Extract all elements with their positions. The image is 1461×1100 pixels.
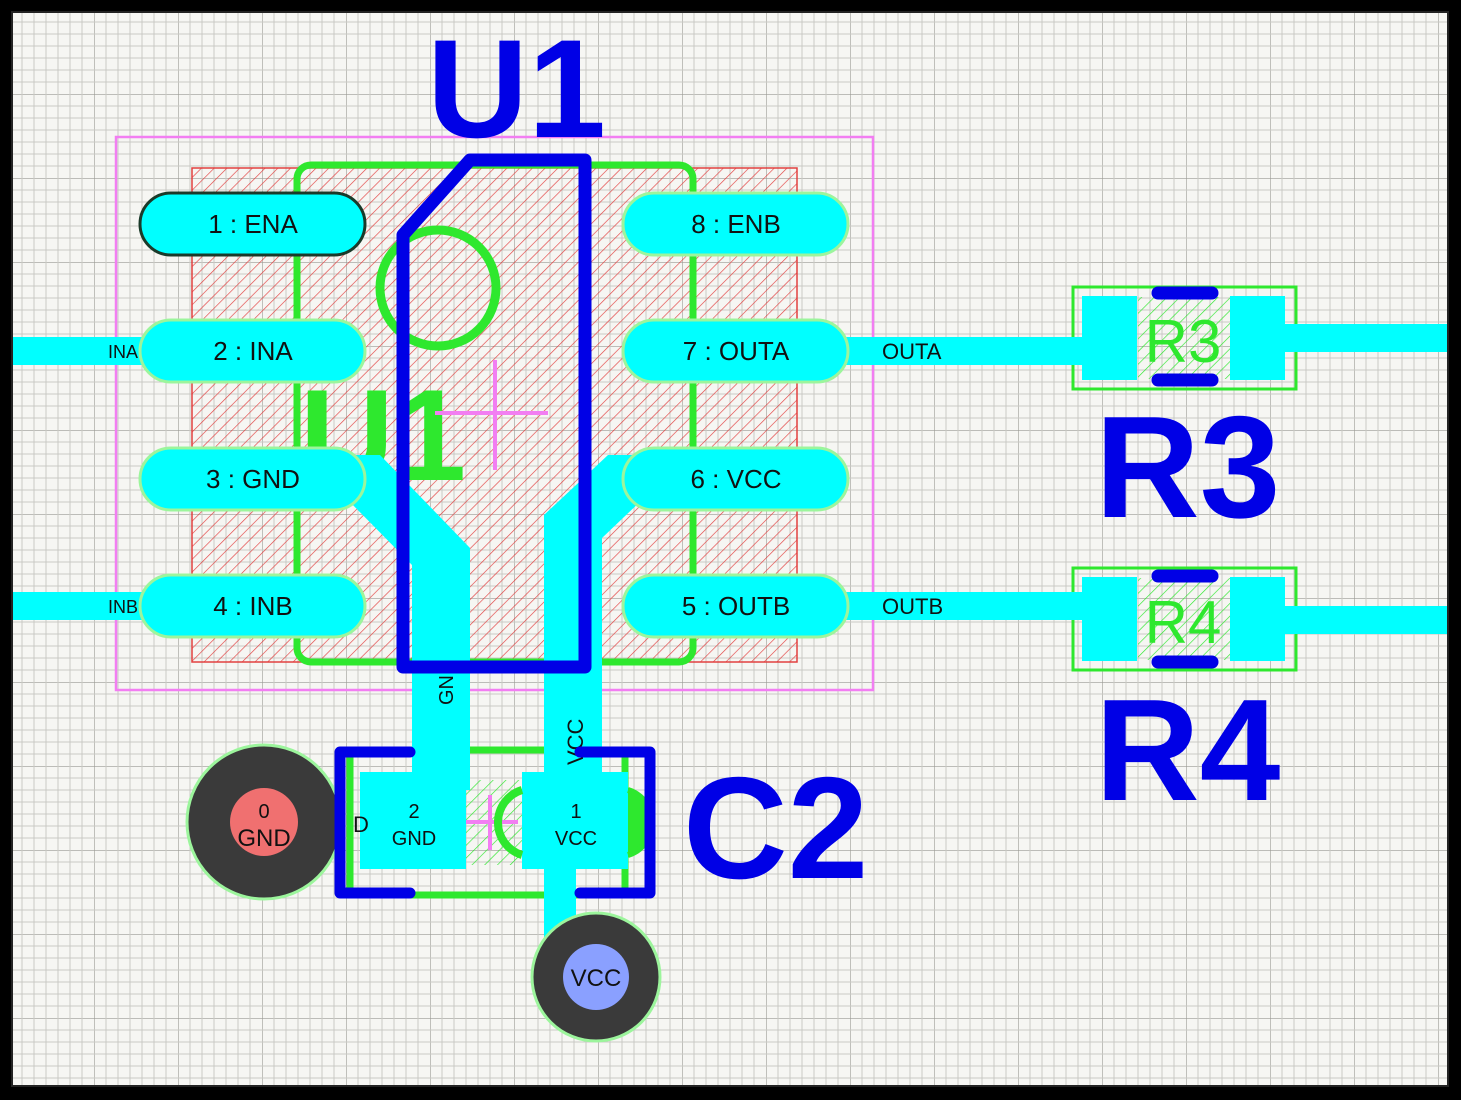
trace-vcc[interactable] bbox=[544, 455, 645, 790]
trace-r3-right[interactable] bbox=[1260, 324, 1448, 352]
net-label-outa: OUTA bbox=[882, 339, 942, 364]
via-vcc-net: VCC bbox=[571, 965, 622, 992]
u1-pad-6-label: 6 : VCC bbox=[690, 464, 781, 494]
via-gnd-hole bbox=[230, 788, 298, 856]
u1-silk-outline bbox=[396, 153, 592, 674]
net-label-vcc-trace: VCC bbox=[563, 718, 588, 765]
u1-pad-3[interactable] bbox=[138, 446, 367, 512]
u1-pad-6[interactable] bbox=[621, 446, 850, 512]
c2-silk-bracket-right bbox=[574, 746, 656, 899]
r3-silk-ref: R3 bbox=[1095, 386, 1280, 548]
c2-pad-1-net: VCC bbox=[555, 828, 597, 850]
c2-pad-2-num: 2 bbox=[408, 801, 419, 823]
c2-silk-ref: C2 bbox=[683, 747, 868, 909]
net-label-outb: OUTB bbox=[882, 594, 943, 619]
r4-silk-ref: R4 bbox=[1095, 669, 1280, 831]
u1-pad-8[interactable] bbox=[621, 191, 850, 257]
r3-pad-2[interactable] bbox=[1230, 296, 1285, 380]
via-gnd-num: 0 bbox=[258, 801, 269, 823]
u1-pad-labels: 1 : ENA 2 : INA 3 : GND 4 : INB 8 : ENB … bbox=[206, 209, 790, 621]
c2-pad-1[interactable] bbox=[522, 772, 628, 869]
net-label-ina: INA bbox=[108, 342, 138, 362]
u1-pin1-marker bbox=[375, 225, 501, 351]
board-frame bbox=[11, 11, 1449, 1087]
u1-silk-ref: U1 bbox=[427, 10, 606, 167]
u1-courtyard bbox=[114, 135, 875, 692]
via-vcc[interactable]: VCC bbox=[530, 911, 662, 1043]
c2-pad-2[interactable] bbox=[360, 772, 466, 869]
via-vcc-hole bbox=[563, 944, 629, 1010]
u1-pads bbox=[138, 191, 850, 639]
u1-pad-8-label: 8 : ENB bbox=[691, 209, 781, 239]
r4-pad-2[interactable] bbox=[1230, 577, 1285, 661]
u1-pad-7-label: 7 : OUTA bbox=[683, 336, 790, 366]
c2-pad-labels: 2 GND 1 VCC D bbox=[353, 801, 597, 850]
u1-pad-7[interactable] bbox=[621, 318, 850, 384]
c2-pad-1-num: 1 bbox=[570, 801, 581, 823]
u1-pad-1[interactable] bbox=[138, 191, 367, 257]
c2-partial-label: D bbox=[353, 812, 369, 837]
trace-outa[interactable] bbox=[800, 337, 1110, 365]
u1-center-cross bbox=[435, 360, 548, 470]
c2-silk-bracket-left bbox=[334, 746, 416, 899]
c2-polarity-arc bbox=[493, 786, 524, 859]
r4-pad-1[interactable] bbox=[1082, 577, 1137, 661]
trace-outb[interactable] bbox=[800, 592, 1110, 620]
u1-pad-1-label: 1 : ENA bbox=[208, 209, 298, 239]
u1-pad-4[interactable] bbox=[138, 573, 367, 639]
trace-r4-right[interactable] bbox=[1260, 606, 1448, 634]
trace-gnd[interactable] bbox=[345, 455, 470, 790]
u1-pad-5-label: 5 : OUTB bbox=[682, 591, 790, 621]
via-gnd-net: GND bbox=[237, 825, 290, 852]
u1-pad-2[interactable] bbox=[138, 318, 367, 384]
r3-pad-1[interactable] bbox=[1082, 296, 1137, 380]
u1-pad-5[interactable] bbox=[621, 573, 850, 639]
r3-body-hatch bbox=[1138, 297, 1230, 379]
c2-center-cross bbox=[462, 795, 518, 850]
via-gnd[interactable]: 0 GND bbox=[185, 743, 343, 901]
net-label-inb: INB bbox=[108, 597, 138, 617]
r3-fab-ref: R3 bbox=[1145, 308, 1222, 375]
copper-traces bbox=[12, 324, 1448, 960]
c2-pad-2-net: GND bbox=[392, 828, 436, 850]
silkscreen-layer bbox=[334, 153, 1219, 899]
u1-pad-2-label: 2 : INA bbox=[213, 336, 293, 366]
r4-body-hatch bbox=[1138, 578, 1230, 660]
r4-fab-ref: R4 bbox=[1145, 589, 1222, 656]
u1-pad-4-label: 4 : INB bbox=[213, 591, 292, 621]
u1-pad-3-label: 3 : GND bbox=[206, 464, 300, 494]
